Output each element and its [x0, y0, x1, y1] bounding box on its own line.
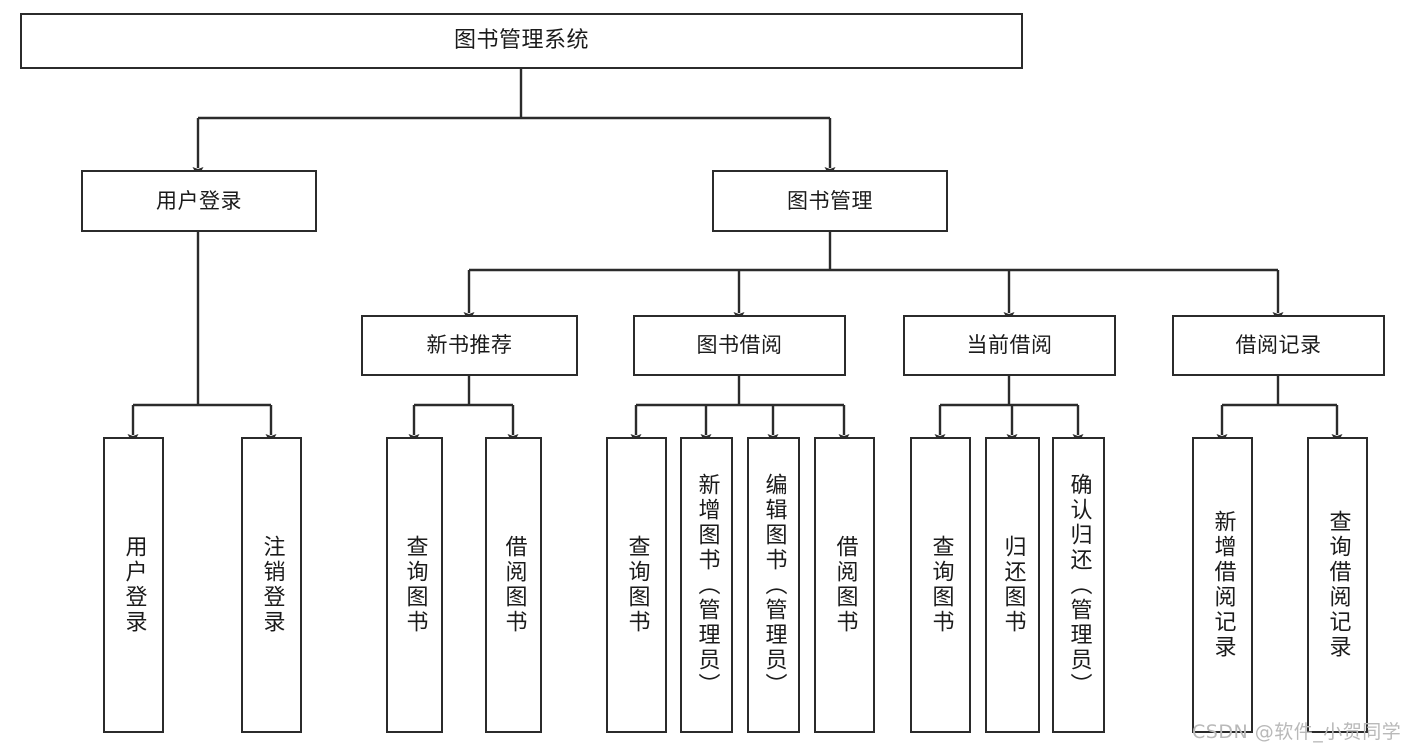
- node-leaf-add-book[interactable]: 新增图书（管理员）: [680, 437, 733, 733]
- node-label: 借阅图书: [501, 535, 527, 635]
- node-leaf-logout[interactable]: 注销登录: [241, 437, 302, 733]
- node-l2-user-login[interactable]: 用户登录: [81, 170, 317, 232]
- node-label: 图书管理系统: [453, 28, 589, 54]
- edge-group: [127, 69, 1343, 444]
- node-leaf-add-record[interactable]: 新增借阅记录: [1192, 437, 1253, 733]
- node-root[interactable]: 图书管理系统: [20, 13, 1023, 69]
- node-leaf-query-book-c[interactable]: 查询图书: [910, 437, 971, 733]
- node-leaf-edit-book[interactable]: 编辑图书（管理员）: [747, 437, 800, 733]
- node-label: 图书管理: [787, 188, 873, 213]
- node-label: 查询图书: [928, 535, 954, 635]
- node-leaf-borrow-book-rec[interactable]: 借阅图书: [485, 437, 542, 733]
- node-label: 查询图书: [624, 535, 650, 635]
- node-label: 用户登录: [156, 188, 242, 213]
- node-label: 借阅图书: [832, 535, 858, 635]
- node-label: 查询借阅记录: [1325, 510, 1351, 660]
- node-label: 当前借阅: [966, 333, 1053, 358]
- node-label: 新增图书（管理员）: [694, 472, 720, 698]
- node-leaf-query-book-rec[interactable]: 查询图书: [386, 437, 443, 733]
- node-label: 借阅记录: [1235, 333, 1322, 358]
- node-label: 图书借阅: [696, 333, 783, 358]
- node-label: 查询图书: [402, 535, 428, 635]
- node-leaf-confirm-return[interactable]: 确认归还（管理员）: [1052, 437, 1105, 733]
- node-label: 新增借阅记录: [1210, 510, 1236, 660]
- node-l3-borrow-record[interactable]: 借阅记录: [1172, 315, 1385, 376]
- node-leaf-borrow-book-b[interactable]: 借阅图书: [814, 437, 875, 733]
- node-leaf-return-book[interactable]: 归还图书: [985, 437, 1040, 733]
- node-label: 新书推荐: [426, 333, 513, 358]
- node-leaf-query-record[interactable]: 查询借阅记录: [1307, 437, 1368, 733]
- node-l3-book-borrow[interactable]: 图书借阅: [633, 315, 846, 376]
- node-l2-book-manage[interactable]: 图书管理: [712, 170, 948, 232]
- node-leaf-user-login[interactable]: 用户登录: [103, 437, 164, 733]
- node-l3-current-borrow[interactable]: 当前借阅: [903, 315, 1116, 376]
- node-label: 确认归还（管理员）: [1066, 472, 1092, 698]
- node-label: 注销登录: [259, 535, 285, 635]
- node-label: 用户登录: [121, 535, 147, 635]
- node-label: 归还图书: [1000, 535, 1026, 635]
- node-leaf-query-book-b[interactable]: 查询图书: [606, 437, 667, 733]
- node-l3-new-book-rec[interactable]: 新书推荐: [361, 315, 578, 376]
- node-label: 编辑图书（管理员）: [761, 472, 787, 698]
